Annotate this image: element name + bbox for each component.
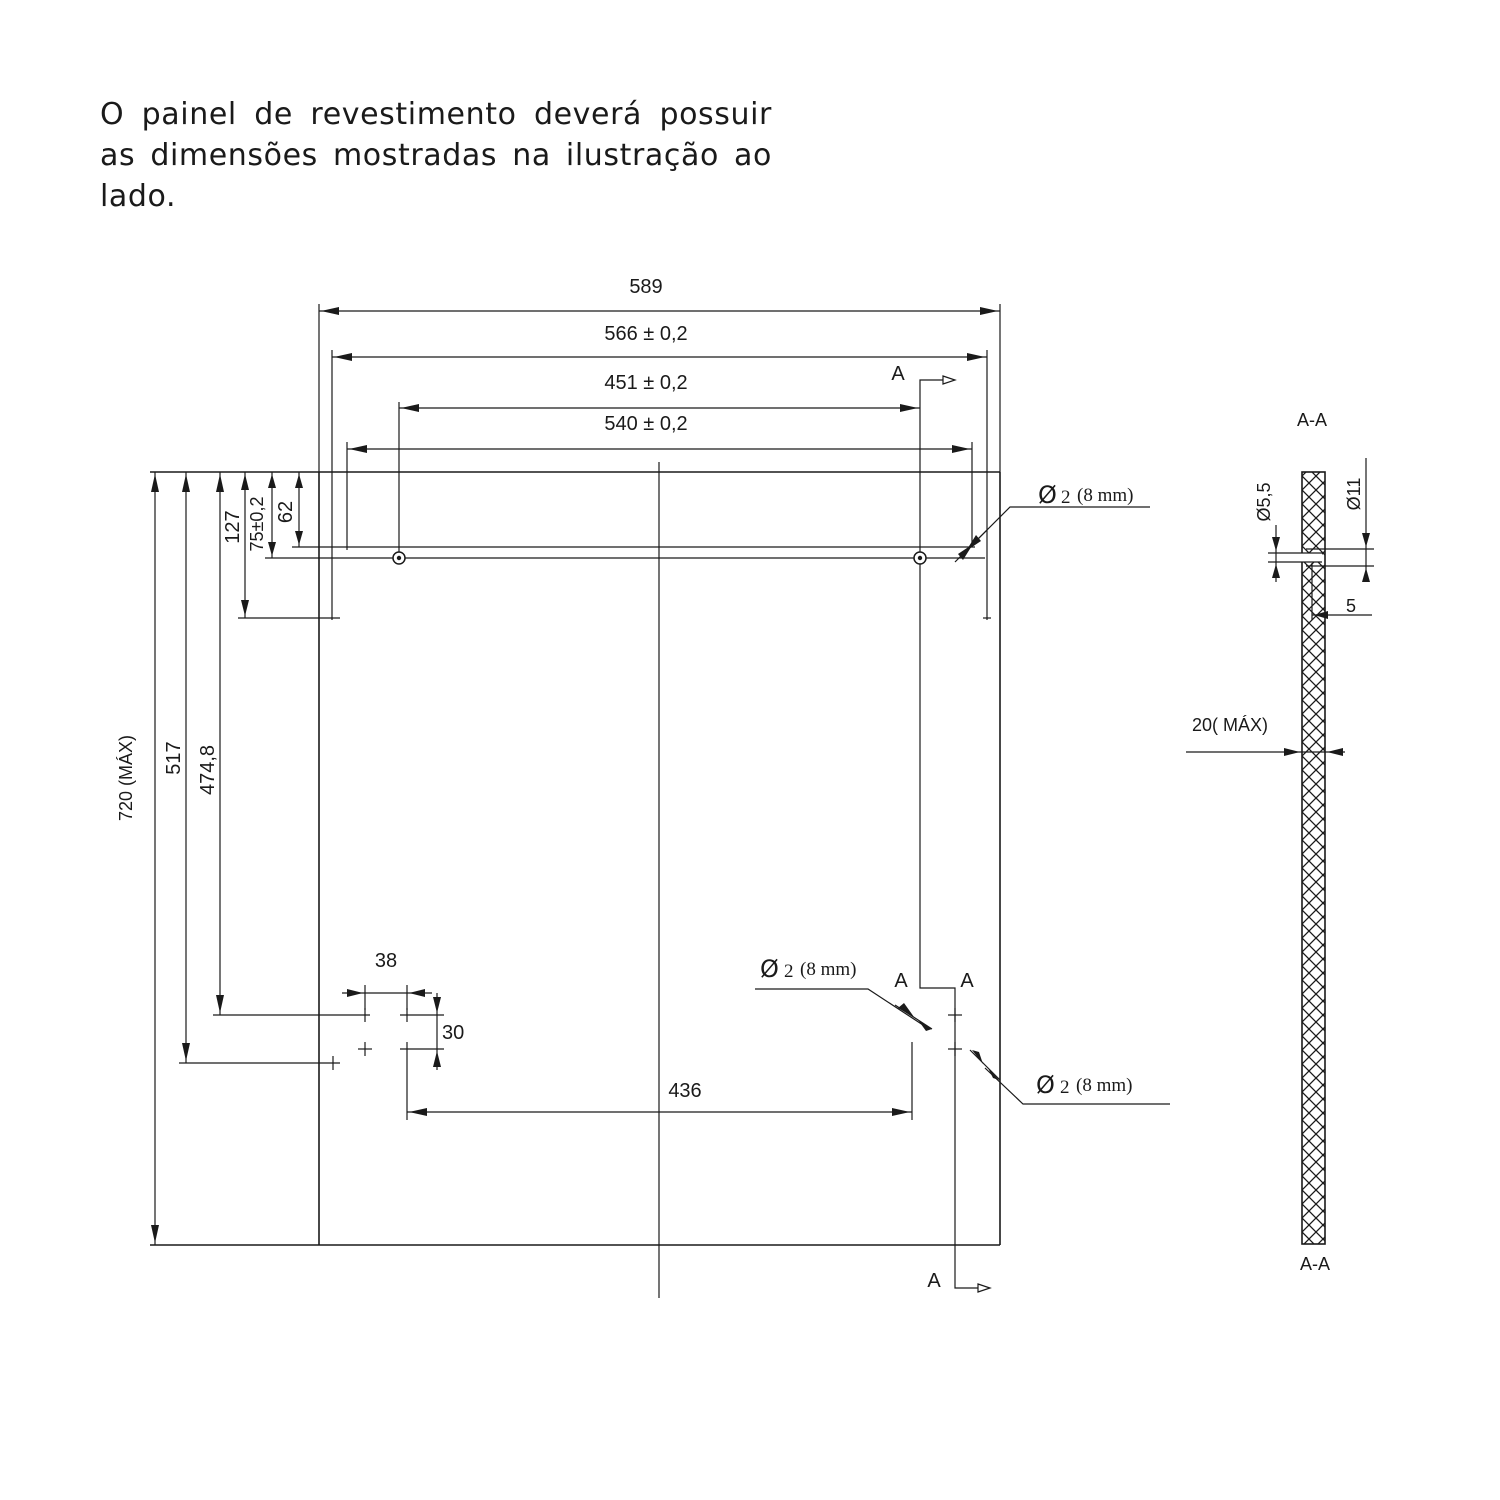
hole-callout-bottom-right-symbol: Ø bbox=[1036, 1071, 1055, 1099]
dimension-30-label: 30 bbox=[442, 1022, 464, 1044]
dimension-474: 474,8 bbox=[197, 472, 370, 1016]
dimension-62: 62 bbox=[275, 472, 303, 547]
dimension-540: 540 ± 0,2 bbox=[346, 413, 973, 550]
dimension-540-label: 540 ± 0,2 bbox=[604, 413, 687, 435]
section-cut-line: A A A A bbox=[891, 363, 992, 1293]
dimension-451-label: 451 ± 0,2 bbox=[604, 372, 687, 394]
hole-callout-top-right: Ø 2 (8 mm) bbox=[954, 481, 1150, 563]
dimension-720: 720 (MÁX) bbox=[116, 472, 159, 1245]
hole-callout-bottom-left: Ø 2 (8 mm) bbox=[755, 955, 933, 1031]
description-text: O painel de revestimento deverá possuir … bbox=[100, 97, 772, 214]
dimension-127: 127 bbox=[222, 472, 249, 618]
section-marker-mid-left: A bbox=[894, 970, 908, 992]
dimension-517-label: 517 bbox=[163, 741, 185, 774]
hole-callout-top-right-note: (8 mm) bbox=[1077, 485, 1133, 506]
dimension-38-label: 38 bbox=[375, 950, 397, 972]
dimension-474-label: 474,8 bbox=[197, 745, 219, 795]
hole-callout-top-right-value: 2 bbox=[1061, 487, 1071, 508]
hole-callout-bottom-left-note: (8 mm) bbox=[800, 959, 856, 980]
dimension-30: 30 bbox=[433, 993, 464, 1070]
section-view-title-bottom: A-A bbox=[1300, 1254, 1330, 1274]
dimension-566-label: 566 ± 0,2 bbox=[604, 323, 687, 345]
bottom-right-hole-marks bbox=[948, 1008, 962, 1056]
panel-outline bbox=[150, 471, 1001, 1246]
dimension-62-label: 62 bbox=[275, 501, 297, 523]
section-panel-hatched bbox=[1301, 471, 1326, 1245]
section-dia-55-label: Ø5,5 bbox=[1254, 482, 1274, 521]
dimension-127-label: 127 bbox=[222, 510, 244, 543]
dimension-566: 566 ± 0,2 bbox=[238, 323, 991, 620]
bottom-hole-detail bbox=[332, 1008, 444, 1070]
section-marker-bottom: A bbox=[927, 1270, 941, 1292]
section-view-title-top: A-A bbox=[1297, 410, 1327, 430]
hole-callout-bottom-left-value: 2 bbox=[784, 961, 794, 982]
hole-callout-bottom-right-value: 2 bbox=[1060, 1077, 1070, 1098]
section-view: A-A A-A Ø5,5 Ø11 5 20( MÁX) bbox=[1186, 410, 1374, 1274]
dimension-436-label: 436 bbox=[668, 1080, 701, 1102]
section-depth-5-label: 5 bbox=[1346, 596, 1356, 616]
dimension-75-label: 75±0,2 bbox=[247, 497, 267, 552]
dimension-451: 451 ± 0,2 bbox=[398, 372, 920, 558]
section-dia-11-label: Ø11 bbox=[1344, 478, 1364, 511]
top-hole-row bbox=[265, 546, 985, 565]
dimension-75: 75±0,2 bbox=[247, 472, 276, 558]
hole-callout-bottom-right: Ø 2 (8 mm) bbox=[969, 1049, 1170, 1105]
section-marker-top: A bbox=[891, 363, 905, 385]
hole-callout-bottom-left-symbol: Ø bbox=[760, 955, 779, 983]
hole-callout-bottom-right-note: (8 mm) bbox=[1076, 1075, 1132, 1096]
hole-callout-top-right-symbol: Ø bbox=[1038, 481, 1057, 509]
dimension-589: 589 bbox=[318, 276, 1001, 472]
section-thickness-label: 20( MÁX) bbox=[1192, 715, 1268, 735]
dimension-517: 517 bbox=[163, 472, 340, 1064]
dimension-589-label: 589 bbox=[629, 276, 662, 298]
dimension-720-label: 720 (MÁX) bbox=[116, 735, 136, 821]
dimension-436: 436 bbox=[406, 1042, 913, 1120]
dimension-38: 38 bbox=[342, 950, 432, 1010]
section-marker-mid-right: A bbox=[960, 970, 974, 992]
